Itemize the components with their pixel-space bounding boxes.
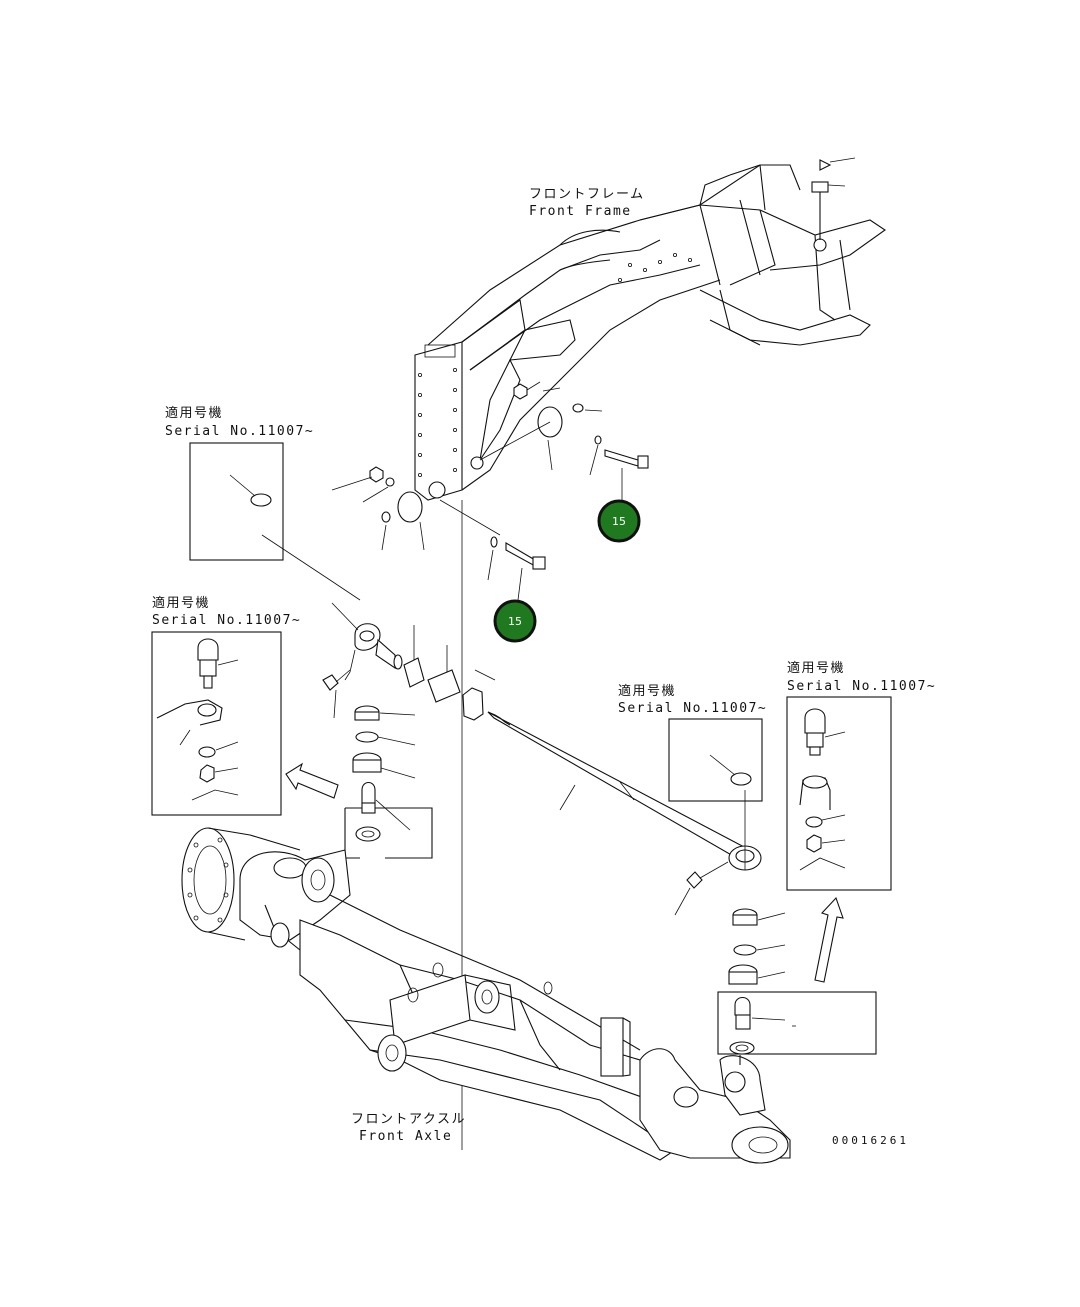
badge-number: 15 [508,615,522,628]
callout-badge-lower: 15 [493,599,537,643]
serial-label-jp: 適用号機 [787,660,845,676]
serial-label-en: Serial No.11007~ [787,679,936,694]
upper-washer [572,403,584,413]
serial-box-plug-right [668,718,763,802]
lower-bolt [505,542,536,567]
badge-number: 15 [612,515,626,528]
serial-label-4: 適用号機 Serial No.11007~ [787,660,936,694]
serial-label-jp: 適用号機 [165,405,223,421]
drawing-id-code: 00016261 [832,1134,909,1147]
front-frame-drawing [414,157,886,501]
front-frame-label-en: Front Frame [529,204,632,219]
serial-box-plug-left [189,442,361,601]
front-axle-label: フロントアクスル Front Axle [351,1112,466,1144]
frame-pin-hardware [331,381,649,601]
callout-badge-upper: 15 [597,499,641,543]
serial-label-en: Serial No.11007~ [152,613,301,628]
tie-rod-nut [462,687,484,721]
arrow-to-right-kit [814,896,844,983]
serial-label-3: 適用号機 Serial No.11007~ [618,683,767,716]
front-axle-label-jp: フロントアクスル [351,1112,466,1127]
upper-nut [513,383,528,400]
serial-box-kit-right [786,696,892,891]
bushing [403,657,425,688]
lower-shim [397,491,423,523]
serial-label-en: Serial No.11007~ [165,424,314,439]
serial-label-1: 適用号機 Serial No.11007~ [165,405,314,439]
arrow-to-left-kit [285,762,339,799]
front-frame-label-jp: フロントフレーム [529,187,645,202]
serial-label-jp: 適用号機 [618,683,676,699]
front-axle-drawing [181,827,791,1164]
frame-bolt-holes [417,252,693,477]
upper-bolt [604,449,639,467]
serial-box-kit-left [151,631,282,816]
serial-label-jp: 適用号機 [152,595,210,611]
front-frame-label: フロントフレーム Front Frame [529,187,645,219]
hub-bolt-holes [187,837,229,923]
serial-label-2: 適用号機 Serial No.11007~ [152,595,301,628]
left-tie-rod-end [322,602,496,859]
front-axle-label-en: Front Axle [359,1129,452,1144]
lower-nut [369,466,384,483]
serial-label-en: Serial No.11007~ [618,701,767,716]
sleeve [427,669,461,703]
tie-rod [487,711,877,1055]
